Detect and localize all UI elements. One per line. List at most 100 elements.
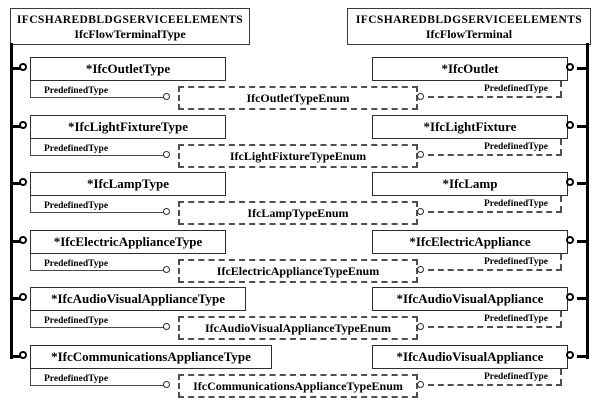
enum-type-box: IfcElectricApplianceTypeEnum — [178, 259, 418, 283]
connector-line — [11, 182, 21, 185]
enum-type-label: IfcElectricApplianceTypeEnum — [216, 263, 380, 278]
circle-connector-icon — [417, 208, 424, 215]
schema-name: IFCSHAREDBLDGSERVICEELEMENTS — [355, 13, 583, 26]
circle-connector-icon — [417, 323, 424, 330]
inheritance-bus-right — [586, 43, 589, 359]
connector-line — [577, 355, 588, 358]
connector-line — [577, 240, 588, 243]
attribute-dashed-stub — [560, 81, 562, 97]
enum-type-box: IfcAudioVisualApplianceTypeEnum — [178, 316, 418, 340]
entity-label: *IfcLightFixture — [423, 119, 517, 134]
entity-label: *IfcLamp — [442, 176, 498, 191]
attribute-stub — [30, 139, 31, 156]
attribute-stub — [30, 196, 31, 213]
type-entity-box: *IfcLampType — [30, 172, 226, 196]
attribute-label: PredefinedType — [483, 84, 549, 94]
type-entity-box: *IfcAudioVisualApplianceType — [30, 287, 246, 311]
schema-header-right: IFCSHAREDBLDGSERVICEELEMENTS IfcFlowTerm… — [347, 8, 591, 45]
attribute-line — [30, 327, 164, 328]
enum-type-label: IfcOutletTypeEnum — [246, 90, 350, 105]
connector-line — [11, 125, 21, 128]
attribute-dashed-line — [428, 154, 562, 156]
attribute-dashed-stub — [560, 254, 562, 270]
attribute-label: PredefinedType — [44, 201, 109, 211]
enum-type-label: IfcLightFixtureTypeEnum — [229, 148, 367, 163]
entity-box: *IfcLamp — [372, 172, 568, 196]
connector-line — [11, 240, 21, 243]
entity-label: *IfcAudioVisualAppliance — [396, 291, 544, 306]
schema-header-left: IFCSHAREDBLDGSERVICEELEMENTS IfcFlowTerm… — [10, 8, 250, 45]
connector-line — [577, 182, 588, 185]
attribute-label: PredefinedType — [44, 374, 109, 384]
circle-connector-icon — [417, 151, 424, 158]
connector-line — [577, 67, 588, 70]
circle-connector-icon — [417, 93, 424, 100]
type-entity-label: *IfcAudioVisualApplianceType — [50, 291, 226, 306]
type-entity-box: *IfcCommunicationsApplianceType — [30, 345, 272, 369]
circle-connector-icon — [19, 121, 27, 129]
attribute-label: PredefinedType — [483, 142, 549, 152]
entity-box: *IfcAudioVisualAppliance — [372, 287, 568, 311]
attribute-stub — [30, 254, 31, 271]
attribute-dashed-line — [428, 269, 562, 271]
entity-label: *IfcAudioVisualAppliance — [396, 349, 544, 364]
attribute-line — [30, 270, 164, 271]
attribute-label: PredefinedType — [483, 314, 549, 324]
enum-type-box: IfcCommunicationsApplianceTypeEnum — [178, 374, 418, 398]
enum-type-box: IfcLightFixtureTypeEnum — [178, 144, 418, 168]
connector-line — [577, 125, 588, 128]
entity-box: *IfcElectricAppliance — [372, 230, 568, 254]
attribute-stub — [30, 81, 31, 98]
circle-connector-icon — [19, 236, 27, 244]
circle-connector-icon — [163, 323, 170, 330]
schema-name: IFCSHAREDBLDGSERVICEELEMENTS — [16, 13, 244, 26]
type-entity-box: *IfcOutletType — [30, 57, 226, 81]
circle-connector-icon — [19, 178, 27, 186]
circle-connector-icon — [566, 63, 574, 71]
type-entity-box: *IfcLightFixtureType — [30, 115, 226, 139]
enum-type-label: IfcCommunicationsApplianceTypeEnum — [193, 378, 403, 393]
type-entity-box: *IfcElectricApplianceType — [30, 230, 226, 254]
attribute-line — [30, 97, 164, 98]
circle-connector-icon — [566, 236, 574, 244]
circle-connector-icon — [163, 381, 170, 388]
attribute-dashed-line — [428, 326, 562, 328]
attribute-dashed-stub — [560, 139, 562, 155]
entity-box: *IfcLightFixture — [372, 115, 568, 139]
enum-type-label: IfcLampTypeEnum — [247, 205, 349, 220]
connector-line — [11, 355, 21, 358]
attribute-label: PredefinedType — [483, 257, 549, 267]
attribute-line — [30, 155, 164, 156]
attribute-dashed-stub — [560, 311, 562, 327]
circle-connector-icon — [566, 351, 574, 359]
attribute-dashed-line — [428, 96, 562, 98]
circle-connector-icon — [163, 151, 170, 158]
attribute-dashed-line — [428, 211, 562, 213]
attribute-label: PredefinedType — [44, 86, 109, 96]
attribute-label: PredefinedType — [44, 259, 109, 269]
entity-box: *IfcOutlet — [372, 57, 568, 81]
attribute-label: PredefinedType — [483, 372, 549, 382]
schema-entity-name: IfcFlowTerminalType — [74, 26, 186, 41]
circle-connector-icon — [417, 381, 424, 388]
circle-connector-icon — [19, 293, 27, 301]
circle-connector-icon — [19, 351, 27, 359]
circle-connector-icon — [19, 63, 27, 71]
circle-connector-icon — [163, 208, 170, 215]
circle-connector-icon — [417, 266, 424, 273]
circle-connector-icon — [566, 178, 574, 186]
entity-label: *IfcElectricAppliance — [409, 234, 531, 249]
connector-line — [577, 297, 588, 300]
schema-entity-name: IfcFlowTerminal — [425, 26, 513, 41]
attribute-line — [30, 385, 164, 386]
attribute-dashed-line — [428, 384, 562, 386]
entity-label: *IfcOutlet — [441, 61, 499, 76]
type-entity-label: *IfcCommunicationsApplianceType — [51, 349, 251, 364]
enum-type-box: IfcOutletTypeEnum — [178, 86, 418, 110]
connector-line — [11, 67, 21, 70]
type-entity-label: *IfcLampType — [86, 176, 170, 191]
enum-type-label: IfcAudioVisualApplianceTypeEnum — [204, 320, 392, 335]
attribute-label: PredefinedType — [483, 199, 549, 209]
attribute-stub — [30, 369, 31, 386]
